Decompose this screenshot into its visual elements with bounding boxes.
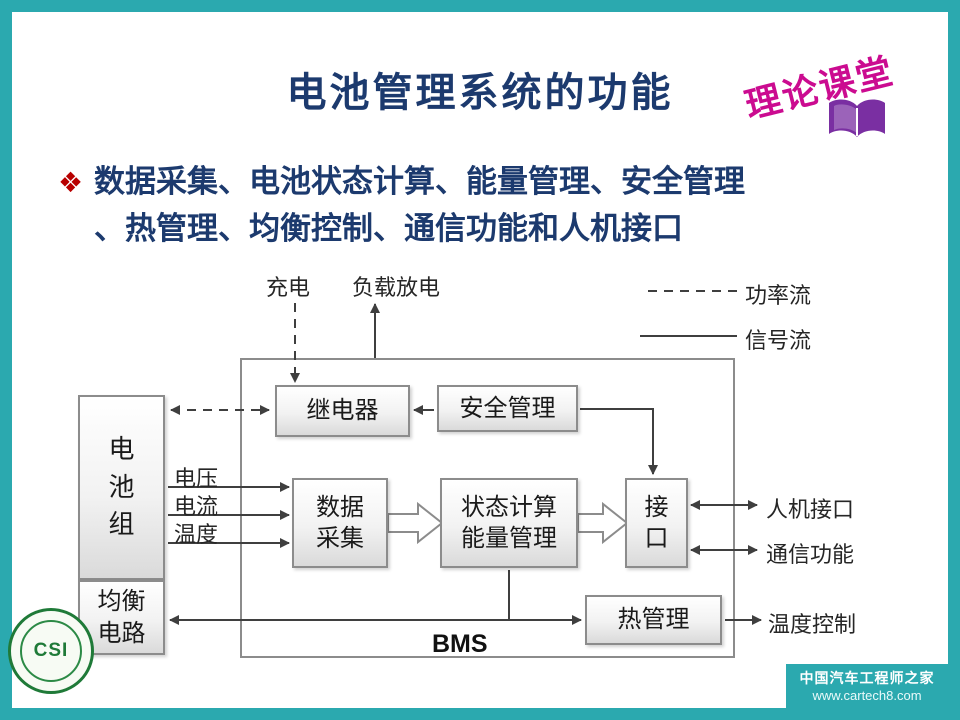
box-relay: 继电器 (275, 385, 410, 437)
label-signal-flow: 信号流 (745, 328, 812, 353)
watermark-site-name: 中国汽车工程师之家 (799, 670, 935, 686)
page-title: 电池管理系统的功能 (286, 70, 674, 115)
label-charge: 充电 (266, 275, 311, 300)
box-interface: 接 口 (625, 478, 688, 568)
box-balance-circuit: 均衡 电路 (78, 580, 165, 655)
box-thermal-management: 热管理 (585, 595, 722, 645)
box-battery-pack: 电 池 组 (78, 395, 165, 580)
watermark-site-url: www.cartech8.com (812, 688, 922, 703)
box-safety-management: 安全管理 (437, 385, 578, 432)
bullet-diamond-icon: ❖ (58, 167, 84, 198)
label-power-flow: 功率流 (745, 283, 812, 308)
label-hmi: 人机接口 (766, 497, 855, 522)
label-load-discharge: 负载放电 (352, 275, 441, 300)
label-temperature: 温度 (174, 522, 219, 547)
label-comm: 通信功能 (766, 542, 855, 567)
box-data-acquisition: 数据 采集 (292, 478, 388, 568)
open-book-icon (829, 99, 885, 137)
box-state-energy-management: 状态计算 能量管理 (440, 478, 578, 568)
bullet-line-1: 数据采集、电池状态计算、能量管理、安全管理 (94, 164, 745, 199)
csi-logo-text: CSI (20, 620, 82, 682)
label-temp-control: 温度控制 (768, 612, 857, 637)
label-bms: BMS (432, 630, 488, 658)
bullet-text: 数据采集、电池状态计算、能量管理、安全管理 、热管理、均衡控制、通信功能和人机接… (94, 158, 929, 252)
watermark: 中国汽车工程师之家 www.cartech8.com (786, 664, 948, 708)
csi-seal-logo: CSI (8, 608, 94, 694)
bullet-line-2: 、热管理、均衡控制、通信功能和人机接口 (94, 211, 683, 246)
